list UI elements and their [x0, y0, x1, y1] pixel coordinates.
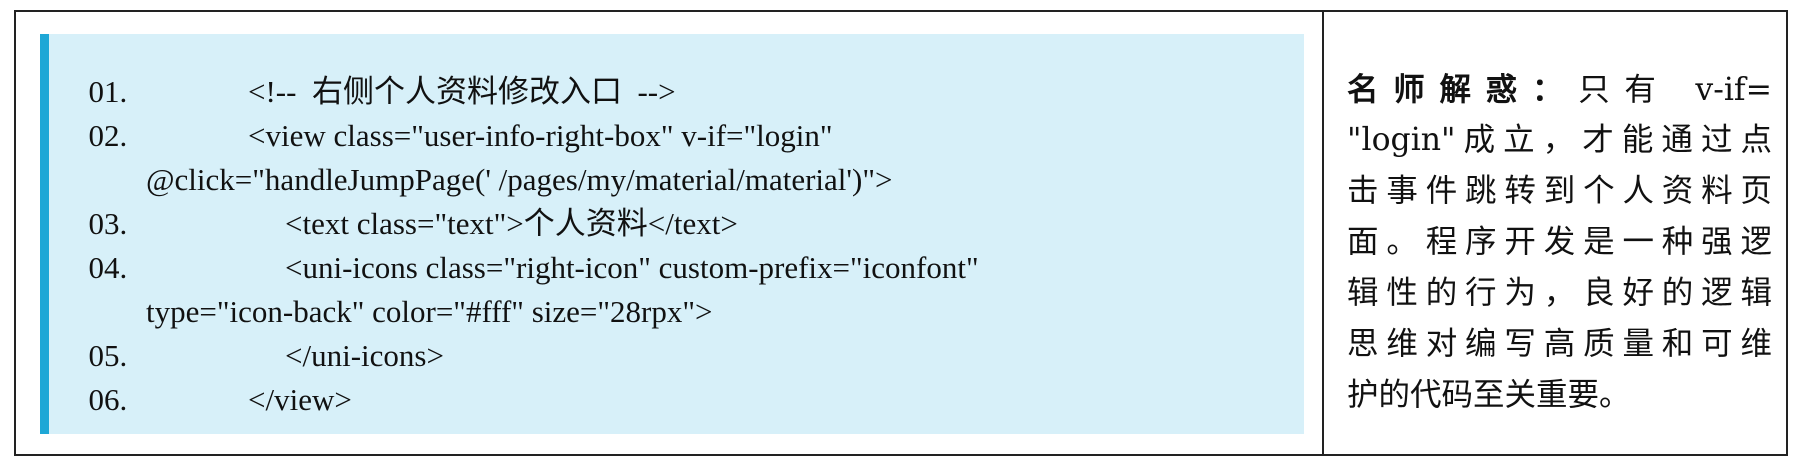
line-number: 02. [88, 118, 128, 153]
code-text: <view class="user-info-right-box" v-if="… [248, 118, 833, 153]
code-text: </view> [248, 382, 352, 417]
code-line: 06. </view> [73, 340, 352, 420]
code-accent-bar [40, 34, 49, 434]
code-line: 01. <!-- 右侧个人资料修改入口 --> [73, 32, 676, 112]
code-line: @click="handleJumpPage(' /pages/my/mater… [73, 120, 892, 200]
code-line: type="icon-back" color="#fff" size="28rp… [73, 252, 713, 332]
line-number: 05. [88, 338, 128, 373]
code-text: <uni-icons class="right-icon" custom-pre… [285, 250, 979, 285]
tip-label: 名师解惑： [1347, 71, 1579, 108]
line-number: 06. [88, 382, 128, 417]
tip-line: 辑性的行为，良好的逻辑 [1347, 275, 1772, 311]
tip-line: 思维对编写高质量和可维 [1347, 326, 1772, 362]
tip-line: 名师解惑：只有 v-if= [1347, 64, 1772, 115]
code-text: type="icon-back" color="#fff" size="28rp… [146, 294, 713, 329]
tip-line: "login"成立，才能通过点 [1347, 122, 1772, 158]
code-line: 03. <text class="text">个人资料</text> [73, 164, 738, 244]
code-text: <text class="text">个人资料</text> [285, 206, 738, 241]
tip-panel: 名师解惑：只有 v-if= "login"成立，才能通过点 击事件跳转到个人资料… [1347, 64, 1772, 421]
code-line: 02. <view class="user-info-right-box" v-i… [73, 76, 833, 156]
line-number: 04. [88, 250, 128, 285]
column-divider [1322, 10, 1324, 456]
figure-frame [14, 10, 1788, 456]
line-number: 01. [88, 74, 128, 109]
line-number: 03. [88, 206, 128, 241]
code-text: </uni-icons> [285, 338, 444, 373]
tip-text: 只有 v-if= [1578, 72, 1772, 108]
code-text: @click="handleJumpPage(' /pages/my/mater… [146, 162, 893, 197]
tip-line: 击事件跳转到个人资料页 [1347, 173, 1772, 209]
tip-line: 面。程序开发是一种强逻 [1347, 224, 1772, 260]
code-block [42, 34, 1304, 434]
tip-line: 护的代码至关重要。 [1347, 377, 1631, 413]
code-line: 05. </uni-icons> [73, 296, 444, 376]
code-text: <!-- 右侧个人资料修改入口 --> [248, 74, 676, 109]
code-line: 04. <uni-icons class="right-icon" custom-… [73, 208, 979, 288]
